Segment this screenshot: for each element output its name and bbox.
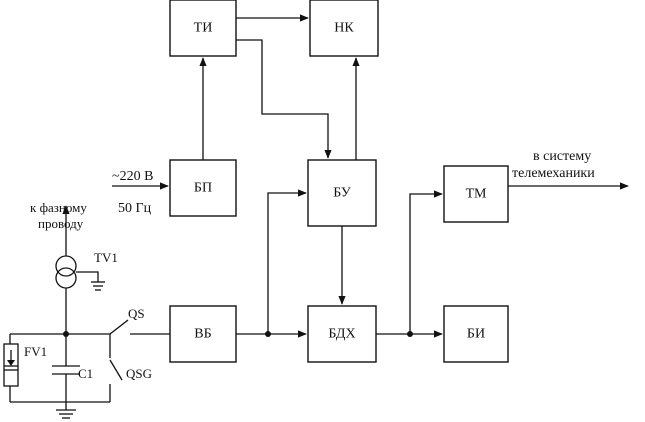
fv1-label: FV1 (24, 344, 47, 359)
transformer-tv1 (55, 238, 105, 334)
output-label-line2: телемеханики (512, 166, 595, 181)
block-bi-label: БИ (467, 327, 485, 342)
ground-icon (10, 401, 110, 419)
block-bp: БП (169, 159, 237, 217)
c1-label: C1 (78, 366, 93, 381)
phase-label-line2: проводу (38, 216, 84, 231)
junction-vb (265, 331, 271, 337)
block-nk: НК (309, 0, 379, 57)
block-nk-label: НК (334, 21, 354, 36)
block-ti-label: ТИ (194, 21, 213, 36)
qs-label: QS (128, 306, 145, 321)
arrester-fv1 (3, 334, 19, 402)
switch-qs (109, 319, 170, 335)
junction-bdh (407, 331, 413, 337)
block-vb-label: ВБ (194, 327, 211, 342)
block-bi: БИ (443, 305, 509, 363)
block-bu-label: БУ (333, 186, 351, 201)
supply-frequency-label: 50 Гц (118, 201, 152, 216)
block-tm-label: ТМ (466, 187, 487, 202)
arrow-bdh-tm (409, 190, 443, 334)
qsg-label: QSG (126, 366, 152, 381)
supply-voltage-label: ~220 В (112, 169, 153, 184)
block-tm: ТМ (443, 165, 509, 223)
block-bdh-label: БДХ (328, 327, 355, 342)
block-vb: ВБ (169, 305, 237, 363)
switch-qsg (109, 334, 123, 402)
tv1-label: TV1 (94, 250, 118, 265)
block-bu: БУ (307, 159, 377, 227)
phase-label-line1: к фазному (30, 200, 87, 215)
output-label-line1: в систему (533, 149, 591, 164)
capacitor-c1 (52, 334, 80, 402)
arrow-ti-bu (236, 39, 332, 159)
arrow-vb-bu (267, 189, 307, 334)
block-bp-label: БП (194, 181, 212, 196)
block-bdh: БДХ (307, 305, 377, 363)
block-ti: ТИ (169, 0, 237, 57)
